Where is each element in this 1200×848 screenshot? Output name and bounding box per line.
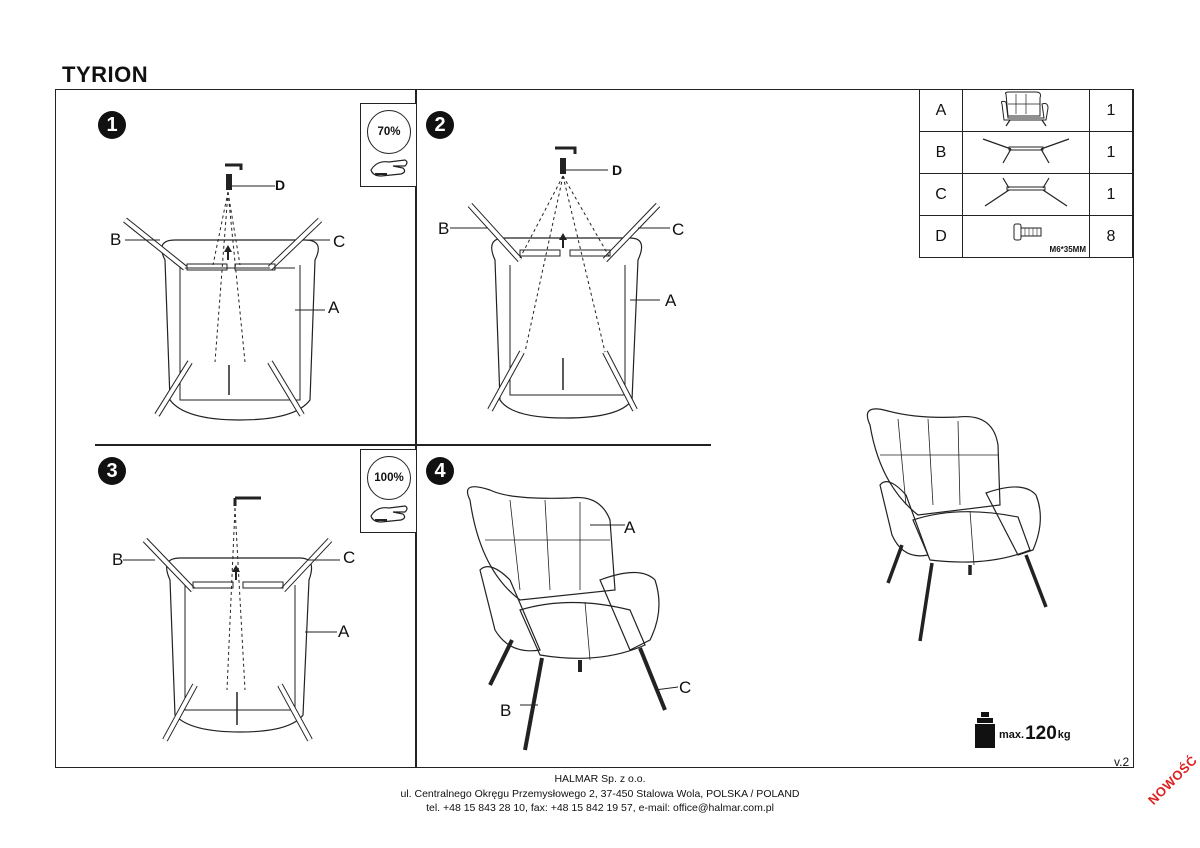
rotation-percent: 100% xyxy=(367,456,411,500)
parts-table: A 1 B 1 C xyxy=(919,89,1133,258)
part-letter: A xyxy=(919,89,963,132)
part-letter: B xyxy=(919,131,963,174)
hand-tighten-icon xyxy=(370,159,408,177)
max-load-value: 120 xyxy=(1025,723,1057,744)
step-4-armchair xyxy=(466,486,679,751)
weight-icon xyxy=(975,712,995,748)
divider-vertical xyxy=(415,90,417,767)
step-2-badge: 2 xyxy=(426,111,454,139)
part-qty: 1 xyxy=(1089,173,1133,216)
part-qty: 1 xyxy=(1089,89,1133,132)
label-d: D xyxy=(612,162,623,178)
page-title: TYRION xyxy=(62,62,149,87)
step-2-diagram xyxy=(450,146,670,419)
bolt-spec: M6*35MM xyxy=(1049,245,1086,254)
label-c: C xyxy=(343,548,356,567)
armchair-icon xyxy=(962,89,1090,132)
divider-horizontal-right xyxy=(416,444,711,446)
instruction-frame xyxy=(55,89,1134,768)
parts-row-d: D M6*35MM 8 xyxy=(919,215,1133,258)
label-c: C xyxy=(672,220,685,239)
parts-row-c: C 1 xyxy=(919,173,1133,216)
parts-row-a: A 1 xyxy=(919,89,1133,132)
max-load: max. 120 kg xyxy=(975,712,1071,748)
divider-horizontal-left xyxy=(95,444,415,446)
footer-company: HALMAR Sp. z o.o. xyxy=(554,773,646,785)
version-label: v.2 xyxy=(1114,755,1130,769)
part-letter: D xyxy=(919,215,963,258)
label-b: B xyxy=(112,550,124,569)
rotation-percent: 70% xyxy=(367,110,411,154)
part-qty: 8 xyxy=(1089,215,1133,258)
label-a: A xyxy=(624,518,636,537)
armchair-preview xyxy=(866,408,1048,642)
label-b: B xyxy=(110,230,122,249)
parts-row-b: B 1 xyxy=(919,131,1133,174)
rotation-box-100: 100% xyxy=(360,449,416,533)
step-3-badge: 3 xyxy=(98,457,126,485)
bolt-icon: M6*35MM xyxy=(962,215,1090,258)
label-c: C xyxy=(679,678,692,697)
label-a: A xyxy=(338,622,350,641)
label-a: A xyxy=(328,298,340,317)
footer-address: ul. Centralnego Okręgu Przemysłowego 2, … xyxy=(400,788,800,800)
label-d: D xyxy=(275,177,286,193)
label-b: B xyxy=(438,219,450,238)
hand-tighten-icon xyxy=(370,505,408,523)
rotation-box-70: 70% xyxy=(360,103,416,187)
leg-frame-icon xyxy=(962,173,1090,216)
part-qty: 1 xyxy=(1089,131,1133,174)
max-load-unit: kg xyxy=(1057,729,1071,741)
max-load-prefix: max. xyxy=(999,729,1025,741)
label-a: A xyxy=(665,291,677,310)
step-3-diagram xyxy=(123,496,340,742)
part-letter: C xyxy=(919,173,963,216)
step-4-badge: 4 xyxy=(426,457,454,485)
leg-frame-icon xyxy=(962,131,1090,174)
label-b: B xyxy=(500,701,512,720)
label-c: C xyxy=(333,232,346,251)
footer-contact: tel. +48 15 843 28 10, fax: +48 15 842 1… xyxy=(426,802,774,814)
step-1-badge: 1 xyxy=(98,111,126,139)
step-1-diagram xyxy=(123,163,330,421)
